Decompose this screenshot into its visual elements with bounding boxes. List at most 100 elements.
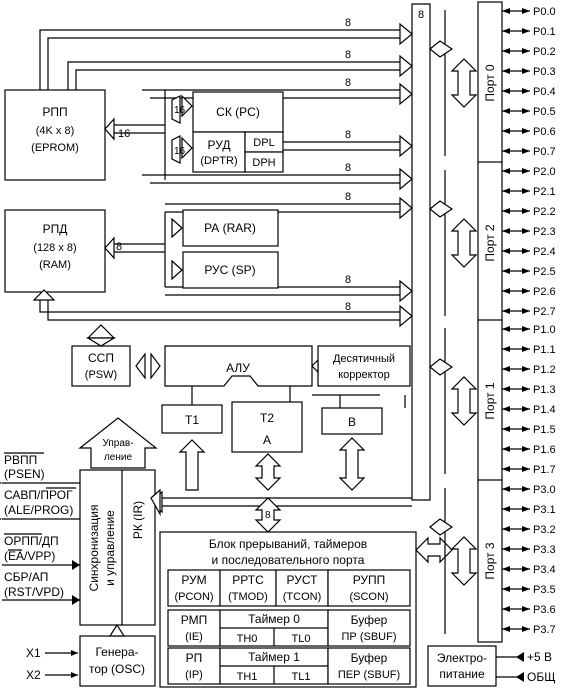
pin-label-P0-4: P0.4 [533,86,556,98]
internal-bus-column [411,3,431,501]
scon-b: (SCON) [349,591,388,603]
ir-label: РК (IR) [131,501,145,539]
control-label-b: ление [104,452,133,463]
dph-register [244,151,284,173]
rar-register [182,209,279,247]
tl1-label: TL1 [292,671,311,683]
power-block [427,645,497,687]
pin-arrow-out-P2-2 [522,208,530,214]
pin-label-P2-2: P2.2 [533,206,556,218]
pin-arrow-in-P2-7 [502,308,510,314]
sbuf-rx-a: Буфер [351,613,388,627]
pin-label-P3-0: P3.0 [533,484,556,496]
alu-block [164,345,313,387]
port-2-link-arrow [429,200,454,218]
dptr-bus-width: 16 [174,146,186,157]
port-1-bus-arrow [450,376,478,426]
sbuf-rx [327,609,411,647]
ip-a: РП [186,651,203,665]
main-bus-width: 8 [418,9,424,21]
pin-arrow-out-P2-5 [522,268,530,274]
pin-arrow-out-P1-0 [522,326,530,332]
pin-label-P2-5: P2.5 [533,266,556,278]
port-0-label: Порт 0 [483,64,497,102]
ie-register [167,609,221,647]
pin-label-P0-5: P0.5 [533,106,556,118]
pin-arrow-out-P0-1 [522,28,530,34]
power-label-b: питание [439,667,485,681]
x2-label: X2 [26,668,41,682]
pin-label-P3-5: P3.5 [533,584,556,596]
sbuf-tx-b: ПЕР (SBUF) [338,669,400,681]
pin-arrow-in-P2-6 [502,288,510,294]
pin-arrow-in-P3-7 [502,626,510,632]
decimal-corrector [317,345,411,387]
pin-label-P3-1: P3.1 [533,504,556,516]
x1-label: X1 [26,646,41,660]
power-label-a: Электро- [437,651,487,665]
port-2-label: Порт 2 [483,224,497,262]
port-3-link-arrow [429,518,454,536]
ale-signal-en: (ALE/PROG) [4,503,73,517]
osc-label-a: Генера- [95,645,138,659]
pin-arrow-in-P3-5 [502,586,510,592]
osc-label-b: тор (OSC) [89,662,145,676]
pin-arrow-in-P3-3 [502,546,510,552]
port-0-bus-arrow [450,58,478,108]
pin-arrow-in-P2-4 [502,248,510,254]
dph-label: DPH [252,157,275,169]
pin-arrow-in-P3-1 [502,506,510,512]
pin-arrow-in-P2-3 [502,228,510,234]
pin-arrow-out-P1-6 [522,446,530,452]
ie-b: (IE) [185,631,203,643]
bus-width-label-3: 8 [345,77,351,89]
tmod-register [219,569,277,607]
eprom-bus-width: 16 [118,128,130,140]
ie-a: РМП [181,613,208,627]
ale-signal-ru: САВП/ПРОГ [4,488,73,502]
pin-arrow-in-P0-6 [502,128,510,134]
intr-bus-width: 8 [265,510,271,521]
pin-arrow-in-P3-4 [502,566,510,572]
b-register [321,407,383,435]
pin-label-P2-0: P2.0 [533,166,556,178]
pin-arrow-in-P2-2 [502,208,510,214]
pin-arrow-in-P0-2 [502,48,510,54]
rst-signal-ru: СБР/АП [4,570,48,584]
sbuf-tx [327,647,411,685]
pin-label-P1-6: P1.6 [533,444,556,456]
pin-arrow-out-P2-6 [522,288,530,294]
pin-arrow-in-P1-2 [502,366,510,372]
pin-label-P0-0: P0.0 [533,6,556,18]
bus-width-label-1: 8 [345,17,351,29]
port-0-link-arrow [429,40,454,58]
pin-arrow-in-P0-5 [502,108,510,114]
pin-arrow-out-P3-3 [522,546,530,552]
pin-label-P1-7: P1.7 [533,464,556,476]
pin-arrow-out-P2-4 [522,248,530,254]
pin-arrow-in-P0-7 [502,148,510,154]
pin-arrow-out-P1-7 [522,466,530,472]
port-2-bus-arrow [450,218,478,268]
pc-label: СК (PC) [216,105,260,119]
tcon-a: РУСТ [287,573,319,587]
pin-arrow-out-P2-1 [522,188,530,194]
pin-arrow-out-P1-3 [522,386,530,392]
psen-signal-ru: РВПП [4,453,37,467]
power-pin-gnd: ОБЩ [527,670,555,684]
pin-arrow-in-P1-3 [502,386,510,392]
bus-width-label-5: 8 [345,162,351,174]
pin-label-P3-6: P3.6 [533,604,556,616]
pin-label-P0-2: P0.2 [533,46,556,58]
t2-label-a: Т2 [260,411,274,425]
decimal-corrector-b: корректор [338,369,390,381]
pin-label-P3-4: P3.4 [533,564,556,576]
pin-label-P1-3: P1.3 [533,384,556,396]
eprom-sub: (EPROM) [31,142,79,154]
psw-label-a: ССП [88,351,114,365]
pin-label-P0-7: P0.7 [533,146,556,158]
pin-arrow-in-P2-1 [502,188,510,194]
ram-bus-width: 8 [116,241,122,253]
t2-accumulator [231,401,303,453]
